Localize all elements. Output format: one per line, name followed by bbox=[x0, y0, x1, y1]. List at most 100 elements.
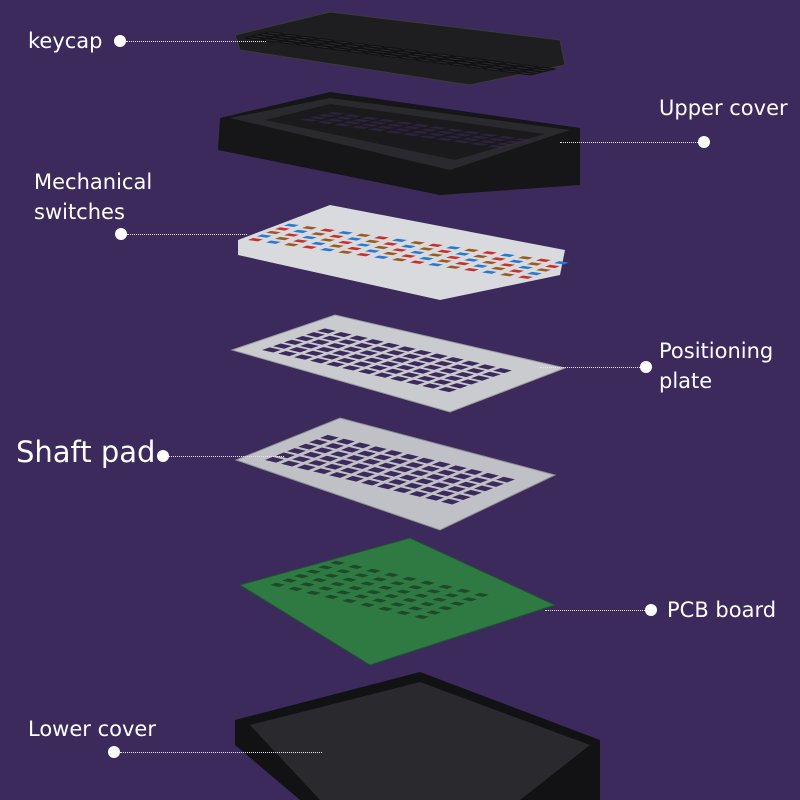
switch-stem bbox=[482, 251, 497, 255]
plate-cutout bbox=[358, 368, 377, 375]
pad-cutout bbox=[388, 479, 407, 485]
switch-stem bbox=[338, 231, 353, 235]
pcb-component bbox=[306, 569, 321, 574]
switch-stem bbox=[401, 254, 416, 258]
pad-cutout bbox=[394, 466, 413, 473]
pcb-component bbox=[300, 582, 315, 587]
pad-cutout bbox=[325, 443, 344, 449]
cover-opening bbox=[420, 128, 439, 132]
plate-cutout bbox=[337, 357, 356, 364]
plate-cutout bbox=[386, 350, 405, 356]
pcb-component bbox=[378, 585, 393, 590]
pcb-component bbox=[444, 593, 459, 598]
keycap-key bbox=[468, 57, 488, 62]
pad-cutout bbox=[421, 465, 440, 472]
switch-stem bbox=[419, 256, 434, 261]
keycap-layer bbox=[234, 11, 566, 86]
plate-cutout bbox=[353, 361, 372, 367]
callout-line-shaft-pad bbox=[169, 456, 284, 457]
switch-stem bbox=[293, 229, 308, 234]
pad-cutout bbox=[405, 462, 424, 468]
switch-stem bbox=[554, 261, 569, 265]
plate-cutout bbox=[444, 375, 463, 381]
pcb-component bbox=[372, 577, 387, 582]
plate-cutout bbox=[294, 354, 313, 360]
plate-cutout bbox=[322, 335, 341, 341]
plate-cutout bbox=[321, 354, 340, 360]
pcb-component bbox=[318, 565, 333, 570]
pcb-component bbox=[348, 564, 363, 569]
cover-opening bbox=[428, 133, 447, 137]
plate-cutout bbox=[380, 361, 399, 367]
switch-stem bbox=[302, 226, 317, 230]
switch-stem bbox=[374, 245, 389, 250]
switch-stem bbox=[500, 253, 515, 257]
pad-cutout bbox=[452, 494, 471, 501]
pad-cutout bbox=[384, 450, 403, 456]
plate-cutout bbox=[477, 364, 496, 370]
plate-cutout bbox=[418, 357, 437, 363]
plate-cutout bbox=[428, 372, 447, 378]
callout-line-pcb bbox=[545, 610, 647, 611]
plate-cutout bbox=[406, 379, 425, 385]
keycap-key bbox=[502, 62, 522, 67]
pcb-component bbox=[384, 594, 399, 599]
cover-opening bbox=[470, 142, 489, 146]
switch-stem bbox=[311, 241, 326, 246]
pad-cutout bbox=[409, 491, 428, 497]
pcb-component bbox=[294, 574, 309, 579]
pcb-component bbox=[354, 573, 369, 578]
pad-cutout bbox=[474, 485, 493, 492]
plate-cutout bbox=[284, 339, 303, 345]
plate-cutout bbox=[460, 379, 479, 385]
positioning-plate-layer bbox=[230, 314, 567, 413]
plate-cutout bbox=[449, 383, 468, 389]
label-keycap: keycap bbox=[28, 29, 103, 53]
plate-cutout bbox=[434, 360, 453, 367]
pcb-component bbox=[324, 594, 339, 599]
cover-opening bbox=[394, 128, 413, 132]
pad-cutout bbox=[447, 486, 466, 492]
plate-cutout bbox=[461, 360, 480, 366]
cover-opening bbox=[300, 118, 319, 122]
pcb-component bbox=[360, 602, 375, 607]
pad-cutout bbox=[383, 470, 402, 477]
cover-opening bbox=[429, 126, 448, 130]
cover-opening bbox=[317, 120, 336, 125]
cover-opening bbox=[377, 125, 396, 130]
pad-cutout bbox=[265, 456, 284, 463]
pad-cutout bbox=[400, 453, 419, 460]
callout-dot-keycap bbox=[114, 35, 126, 47]
switch-stem bbox=[356, 243, 371, 247]
cover-opening bbox=[446, 128, 465, 132]
cover-opening bbox=[335, 116, 354, 120]
pad-cutout bbox=[314, 447, 333, 454]
pad-cutout bbox=[320, 434, 339, 441]
cover-opening bbox=[352, 118, 371, 123]
switch-stem bbox=[446, 255, 461, 260]
pad-cutout bbox=[373, 454, 392, 461]
callout-dot-positioning-plate bbox=[640, 361, 652, 373]
pad-cutout bbox=[319, 455, 338, 462]
pcb-component bbox=[408, 606, 423, 611]
keycap-key bbox=[298, 35, 318, 40]
pcb-component bbox=[342, 577, 357, 582]
label-positioning-plate-1: Positioning bbox=[659, 339, 774, 363]
plate-cutout bbox=[455, 371, 474, 378]
keycap-key bbox=[349, 42, 369, 47]
plate-cutout bbox=[423, 364, 442, 370]
plate-cutout bbox=[333, 331, 352, 338]
plate-cutout bbox=[466, 368, 485, 374]
pcb-component bbox=[348, 586, 363, 591]
pad-cutout bbox=[441, 498, 460, 505]
keycap-key bbox=[400, 49, 420, 54]
switch-stem bbox=[518, 256, 533, 260]
switch-stem bbox=[356, 233, 371, 237]
pad-cutout bbox=[357, 450, 376, 457]
switch-stem bbox=[257, 234, 272, 238]
switch-stem bbox=[392, 238, 407, 242]
plate-cutout bbox=[305, 350, 324, 356]
switch-stem bbox=[428, 253, 443, 257]
plate-cutout bbox=[306, 332, 325, 338]
pcb-component bbox=[450, 601, 465, 606]
